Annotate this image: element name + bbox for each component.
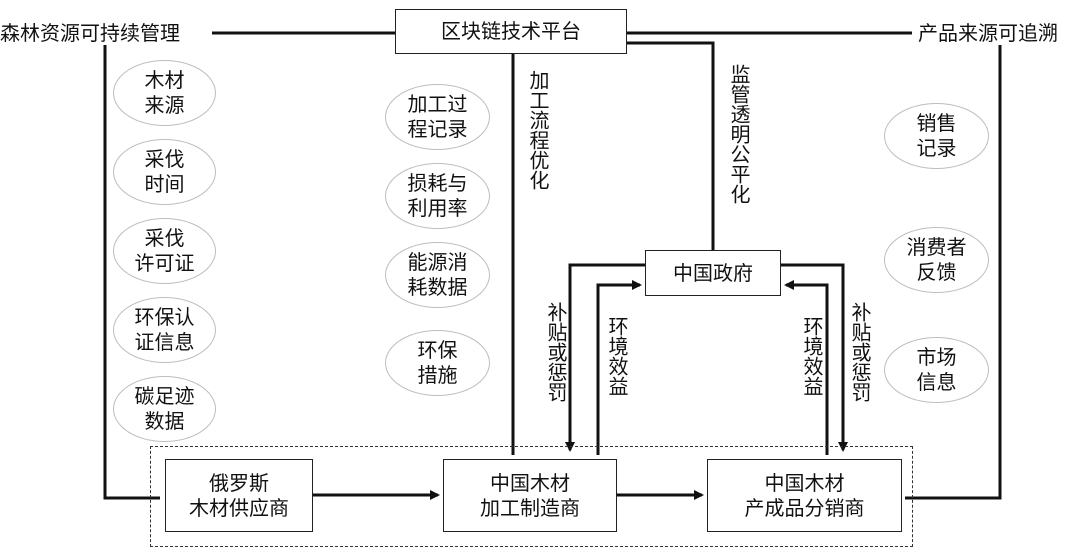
subsidy-right-label: 补贴或惩罚 <box>848 302 872 402</box>
right-trace-line <box>905 43 1002 500</box>
blockchain-platform-box: 区块链技术平台 <box>395 9 627 54</box>
oval-carbon-footprint: 碳足迹数据 <box>113 376 216 442</box>
chinese-distributor-box: 中国木材产成品分销商 <box>707 459 902 532</box>
gov-to-manufacturer-arrow <box>565 263 645 452</box>
government-box: 中国政府 <box>645 250 781 296</box>
distributor-to-gov-arrow <box>784 280 829 455</box>
oval-loss-utilization: 损耗与利用率 <box>385 163 490 229</box>
oval-felling-time: 采伐时间 <box>113 139 216 205</box>
product-traceability-label: 产品来源可追溯 <box>918 21 1058 45</box>
oval-sales-records: 销售记录 <box>884 103 989 169</box>
env-benefit-left-label: 环境效益 <box>605 316 629 396</box>
chinese-manufacturer-box: 中国木材加工制造商 <box>443 459 617 532</box>
oval-market-info: 市场信息 <box>884 337 989 403</box>
gov-to-distributor-arrow <box>781 263 848 452</box>
process-optimization-label: 加工流程优化 <box>526 70 550 190</box>
left-trace-line <box>103 43 160 500</box>
russian-supplier-box: 俄罗斯木材供应商 <box>165 459 313 532</box>
oval-eco-measures: 环保措施 <box>385 330 490 396</box>
manufacturer-to-gov-arrow <box>596 280 642 455</box>
oval-energy-data: 能源消耗数据 <box>385 242 490 308</box>
regulation-label: 监管透明公平化 <box>727 64 751 204</box>
oval-processing-records: 加工过程记录 <box>385 84 490 150</box>
government-label: 中国政府 <box>673 260 753 285</box>
oval-eco-certification: 环保认证信息 <box>113 297 216 363</box>
supply-chain-container <box>150 446 913 547</box>
oval-consumer-feedback: 消费者反馈 <box>884 227 989 293</box>
forest-management-label: 森林资源可持续管理 <box>0 21 180 45</box>
env-benefit-right-label: 环境效益 <box>800 316 824 396</box>
regulation-line <box>627 41 715 250</box>
platform-label: 区块链技术平台 <box>441 19 581 43</box>
oval-felling-permit: 采伐许可证 <box>113 218 216 284</box>
oval-wood-source: 木材来源 <box>113 60 216 126</box>
subsidy-left-label: 补贴或惩罚 <box>544 302 568 402</box>
